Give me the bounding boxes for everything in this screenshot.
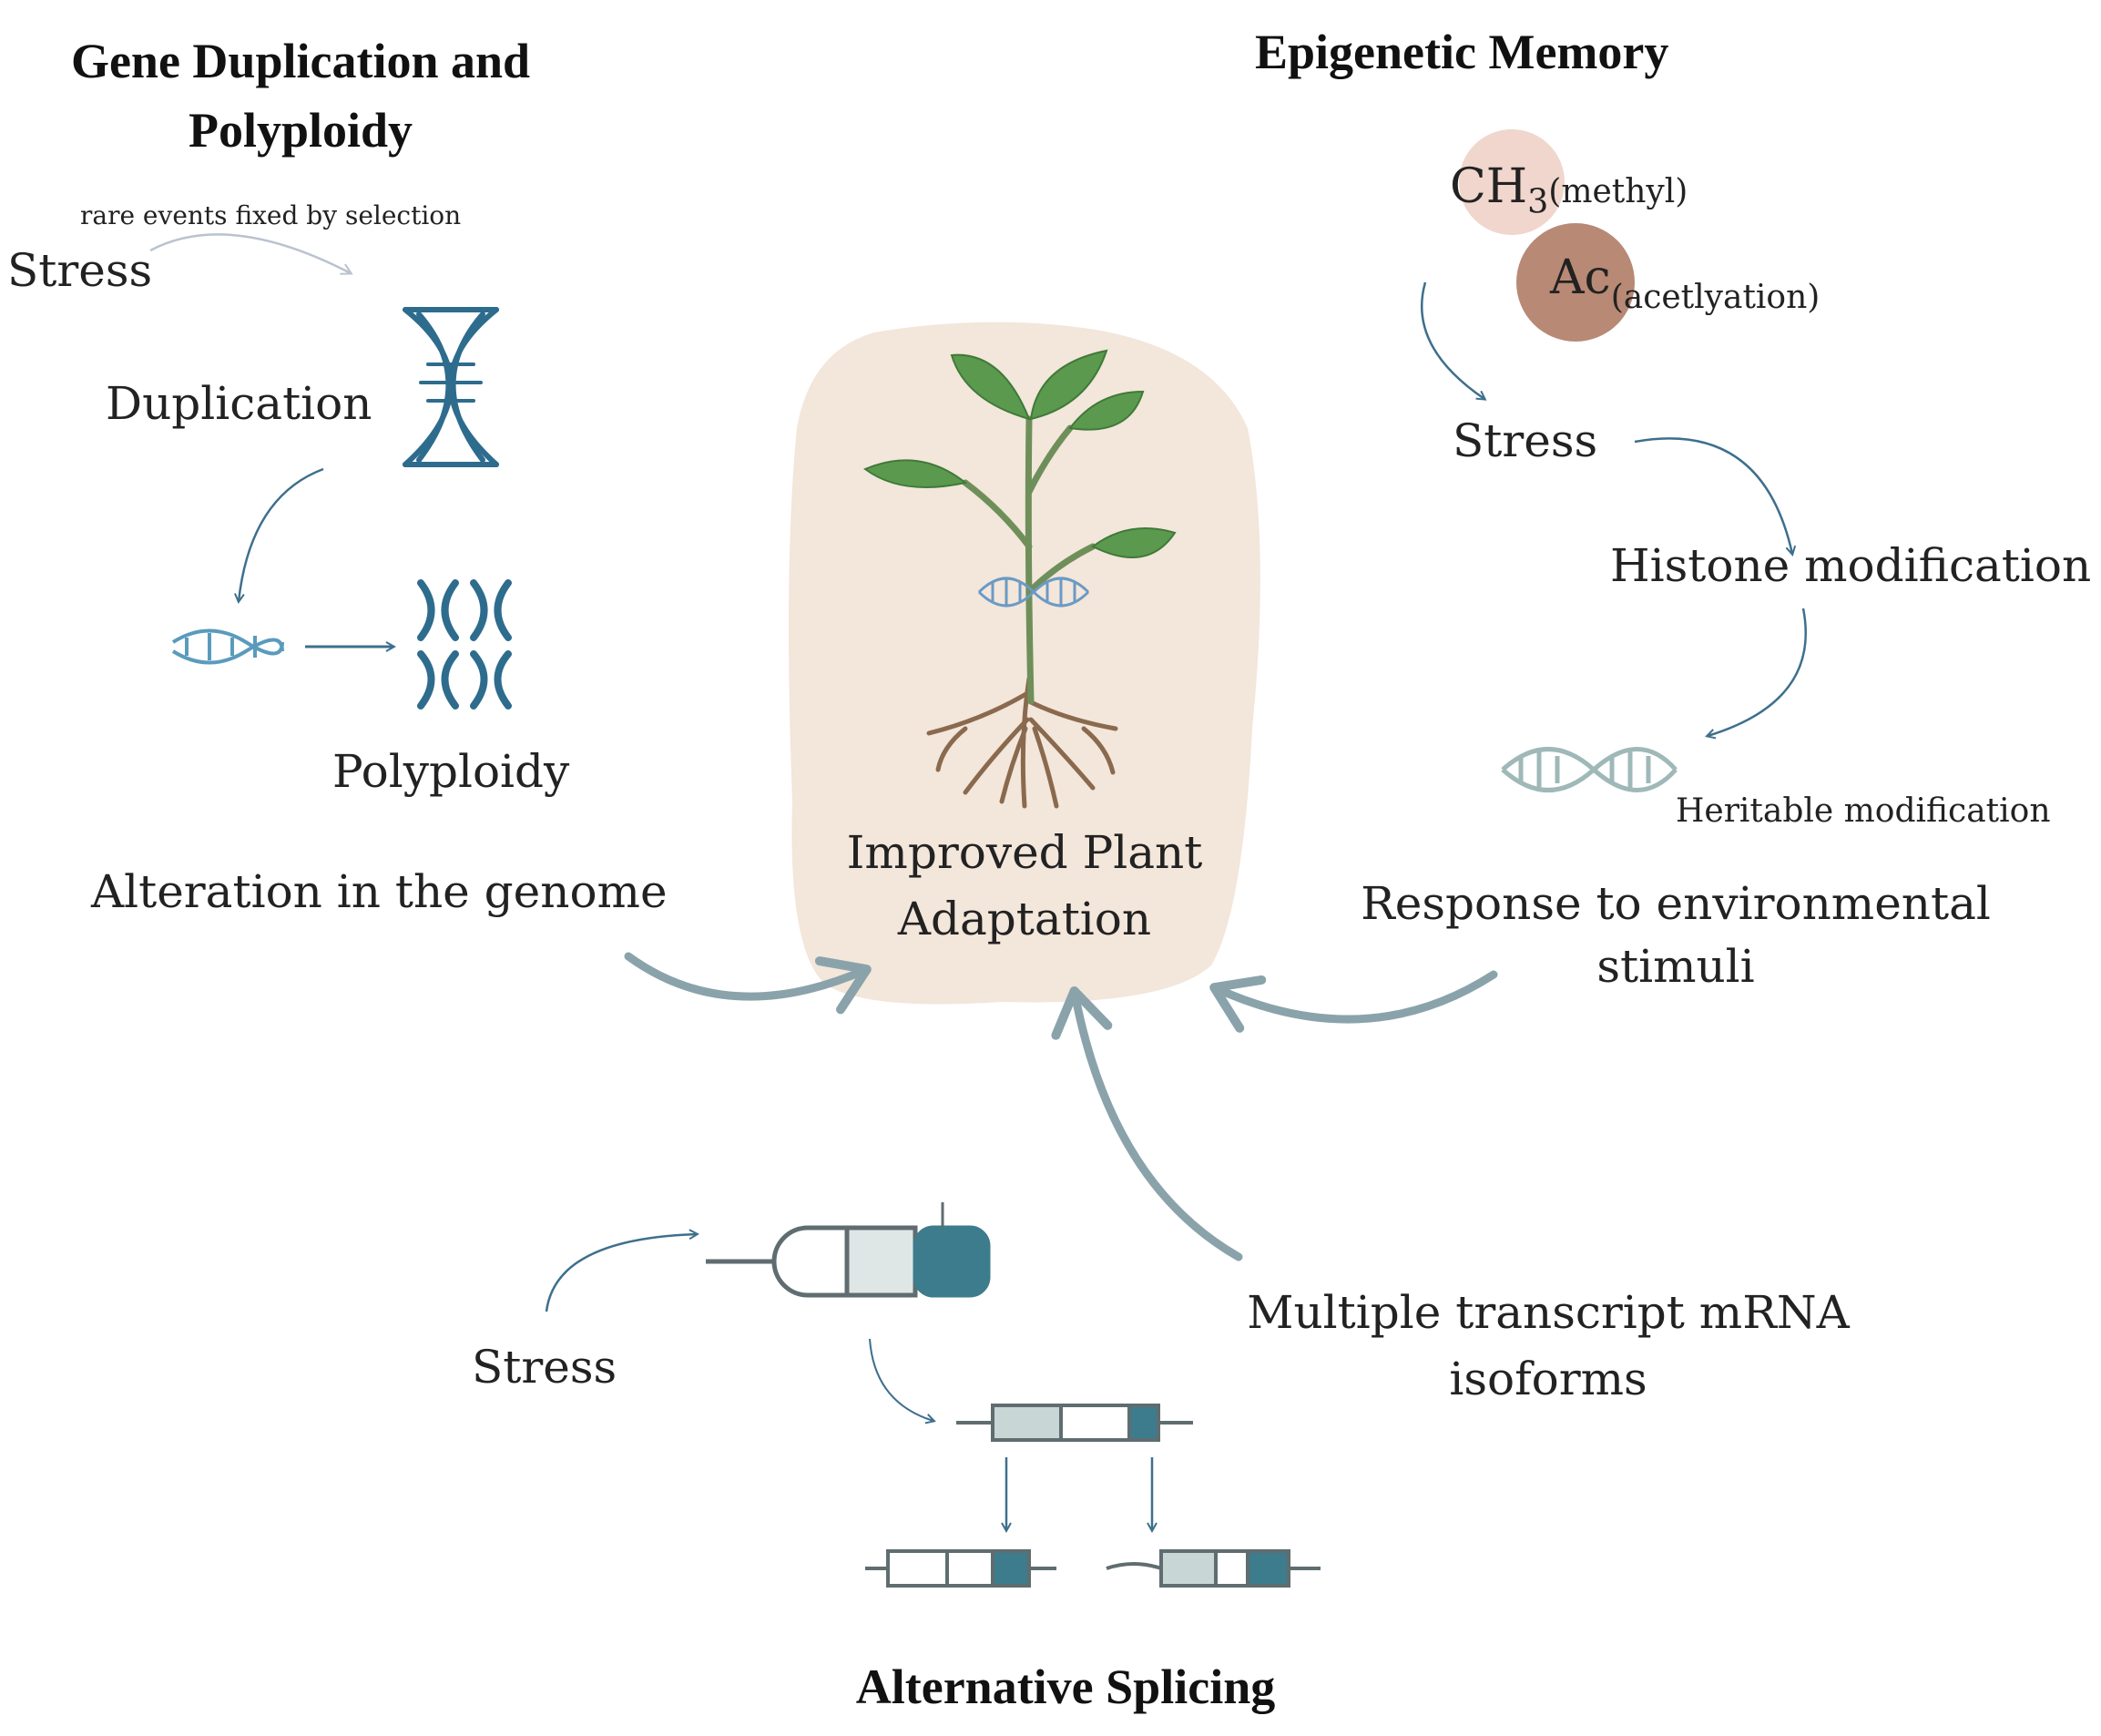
histone-label: Histone modification	[1610, 539, 2092, 592]
acetyl-name: (acetlyation)	[1610, 279, 1821, 316]
splicing-stress-arrow	[545, 1234, 697, 1312]
splicing-heading: Alternative Splicing	[855, 1659, 1276, 1714]
acetyl-symbol: Ac	[1550, 250, 1611, 305]
plant-roots-icon	[926, 676, 1118, 809]
pre-mrna-transcript	[706, 1202, 991, 1298]
small-dna-icon	[171, 628, 284, 665]
bottom-to-center-arrow	[1051, 986, 1243, 1261]
isoforms-line2: isoforms	[1449, 1352, 1647, 1405]
epigenetic-down-arrow	[1421, 281, 1484, 399]
right-to-center-arrow	[1209, 970, 1498, 1033]
methyl-symbol: CH	[1450, 159, 1528, 214]
center-line1: Improved Plant	[846, 826, 1203, 879]
epigenetic-heading: Epigenetic Memory	[1255, 25, 1669, 79]
histone-to-heritable-arrow	[1708, 608, 1808, 736]
gene-duplication-heading-line1: Gene Duplication and	[70, 34, 531, 88]
center-background	[789, 322, 1260, 1005]
heritable-label: Heritable modification	[1676, 792, 2051, 830]
polyploidy-label: Polyploidy	[332, 745, 570, 798]
selection-note: rare events fixed by selection	[80, 200, 462, 230]
alteration-label: Alteration in the genome	[91, 865, 668, 918]
heritable-dna-icon	[1501, 747, 1678, 792]
plant-stem-icon	[962, 415, 1096, 705]
isoform-1-transcript	[865, 1549, 1056, 1588]
plant-leaves-icon	[862, 349, 1177, 558]
methyl-circle	[1459, 129, 1565, 235]
response-label: Response to environmental stimuli	[1321, 873, 2031, 998]
splicing-stress-label: Stress	[472, 1341, 617, 1394]
isoforms-label: Multiple transcript mRNA isoforms	[1229, 1280, 1867, 1412]
duplication-label: Duplication	[106, 377, 372, 430]
acetyl-label: Ac(acetlyation)	[1550, 250, 1820, 316]
stress-to-histone-arrow	[1634, 437, 1792, 554]
gene-duplication-heading: Gene Duplication and Polyploidy	[36, 27, 565, 165]
response-line2: stimuli	[1596, 940, 1755, 993]
stem-dna-icon	[977, 577, 1090, 608]
mrna-transcript	[956, 1404, 1193, 1442]
methyl-name: (methyl)	[1548, 173, 1688, 210]
center-line2: Adaptation	[897, 892, 1152, 945]
duplication-down-arrow	[239, 467, 324, 601]
duplication-dna-icon	[403, 307, 499, 467]
note-arc-arrow	[149, 233, 351, 273]
left-to-center-arrow	[624, 952, 872, 1015]
gene-duplication-heading-line2: Polyploidy	[188, 102, 413, 158]
right-stress-label: Stress	[1453, 414, 1598, 467]
left-stress-label: Stress	[7, 244, 153, 297]
chromosome-icon	[417, 579, 512, 710]
isoform-2-transcript	[1106, 1549, 1321, 1588]
pre-to-mrna-arrow	[869, 1338, 933, 1421]
methyl-subscript: 3	[1527, 181, 1549, 221]
response-line1: Response to environmental	[1361, 877, 1991, 930]
methyl-label: CH3(methyl)	[1450, 159, 1688, 220]
acetyl-circle	[1516, 223, 1635, 342]
center-label: Improved Plant Adaptation	[792, 820, 1257, 952]
isoforms-line1: Multiple transcript mRNA	[1247, 1286, 1850, 1339]
